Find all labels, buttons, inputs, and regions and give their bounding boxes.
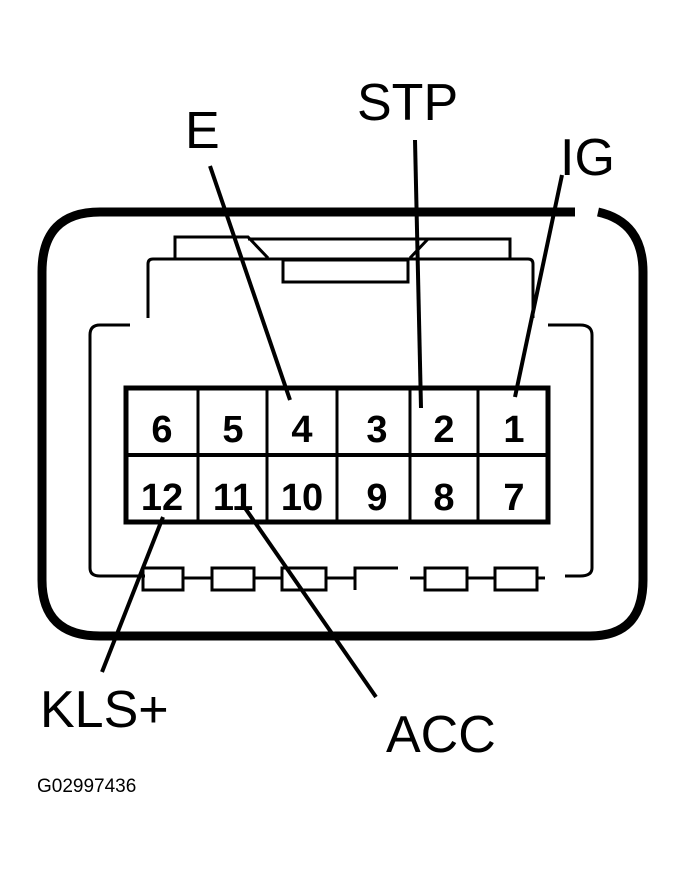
inner-shell bbox=[146, 257, 535, 318]
pin-2: 2 bbox=[433, 409, 454, 451]
leader-e bbox=[208, 165, 292, 401]
leader-lines bbox=[100, 139, 564, 699]
pin-3: 3 bbox=[366, 409, 387, 451]
inner-shell-right bbox=[548, 323, 594, 578]
pin-9: 9 bbox=[366, 477, 387, 519]
pin-12: 12 bbox=[141, 477, 183, 519]
inner-shell-left bbox=[88, 323, 130, 578]
bottom-keys bbox=[120, 566, 545, 592]
pin-10: 10 bbox=[281, 477, 323, 519]
pin-4: 4 bbox=[291, 409, 312, 451]
pin-5: 5 bbox=[222, 409, 243, 451]
label-ig: IG bbox=[560, 129, 615, 187]
label-stp: STP bbox=[357, 74, 458, 132]
pin-6: 6 bbox=[151, 409, 172, 451]
leader-stp bbox=[413, 139, 423, 409]
figure-code: G02997436 bbox=[37, 776, 136, 797]
leader-kls bbox=[100, 516, 165, 673]
pin-7: 7 bbox=[503, 477, 524, 519]
latch-tab bbox=[281, 258, 410, 284]
label-e: E bbox=[185, 102, 220, 160]
connector-housing-outline bbox=[37, 207, 648, 641]
label-kls-plus: KLS+ bbox=[40, 681, 169, 739]
connector-latch bbox=[173, 235, 512, 260]
leader-acc bbox=[243, 506, 378, 699]
leader-ig bbox=[513, 174, 564, 398]
pin-8: 8 bbox=[433, 477, 454, 519]
label-acc: ACC bbox=[386, 706, 496, 764]
pin-grid bbox=[123, 385, 551, 525]
pin-1: 1 bbox=[503, 409, 524, 451]
